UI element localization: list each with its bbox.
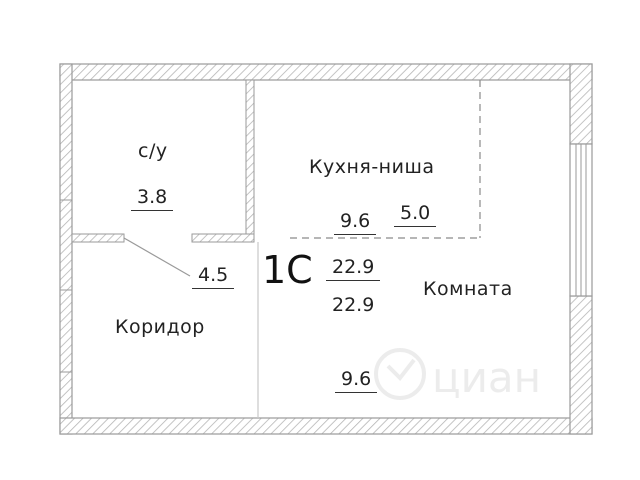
unit-type-label: 1С: [262, 248, 313, 292]
bathroom-door-swing: [123, 237, 191, 277]
corridor-label: Коридор: [115, 316, 205, 338]
right-wall-upper: [569, 63, 593, 145]
bathroom-partition-right: [191, 233, 255, 243]
top-wall: [59, 63, 593, 81]
watermark-logo: циан: [374, 348, 541, 402]
kitchen-area-a: 9.6: [334, 210, 377, 235]
bathroom-partition-left: [71, 233, 125, 243]
bathroom-area: 3.8: [131, 186, 174, 211]
kitchen-area-b: 5.0: [394, 202, 437, 227]
outer-walls: [59, 63, 593, 435]
interior-walls: [71, 79, 259, 418]
watermark-text: циан: [432, 353, 541, 402]
kitchen-label: Кухня-ниша: [309, 156, 435, 178]
bathroom-label: с/у: [138, 140, 168, 162]
room-area: 9.6: [335, 368, 378, 393]
bottom-wall: [59, 417, 593, 435]
room-label: Комната: [423, 278, 513, 300]
right-wall-lower: [569, 295, 593, 435]
room-total-b: 22.9: [332, 294, 375, 316]
bathroom-partition-vertical: [245, 79, 255, 243]
window: [569, 143, 593, 297]
left-wall: [59, 63, 73, 435]
kitchen-niche-outline: [290, 80, 481, 239]
corridor-area: 4.5: [192, 264, 235, 289]
room-total-a: 22.9: [326, 256, 381, 281]
